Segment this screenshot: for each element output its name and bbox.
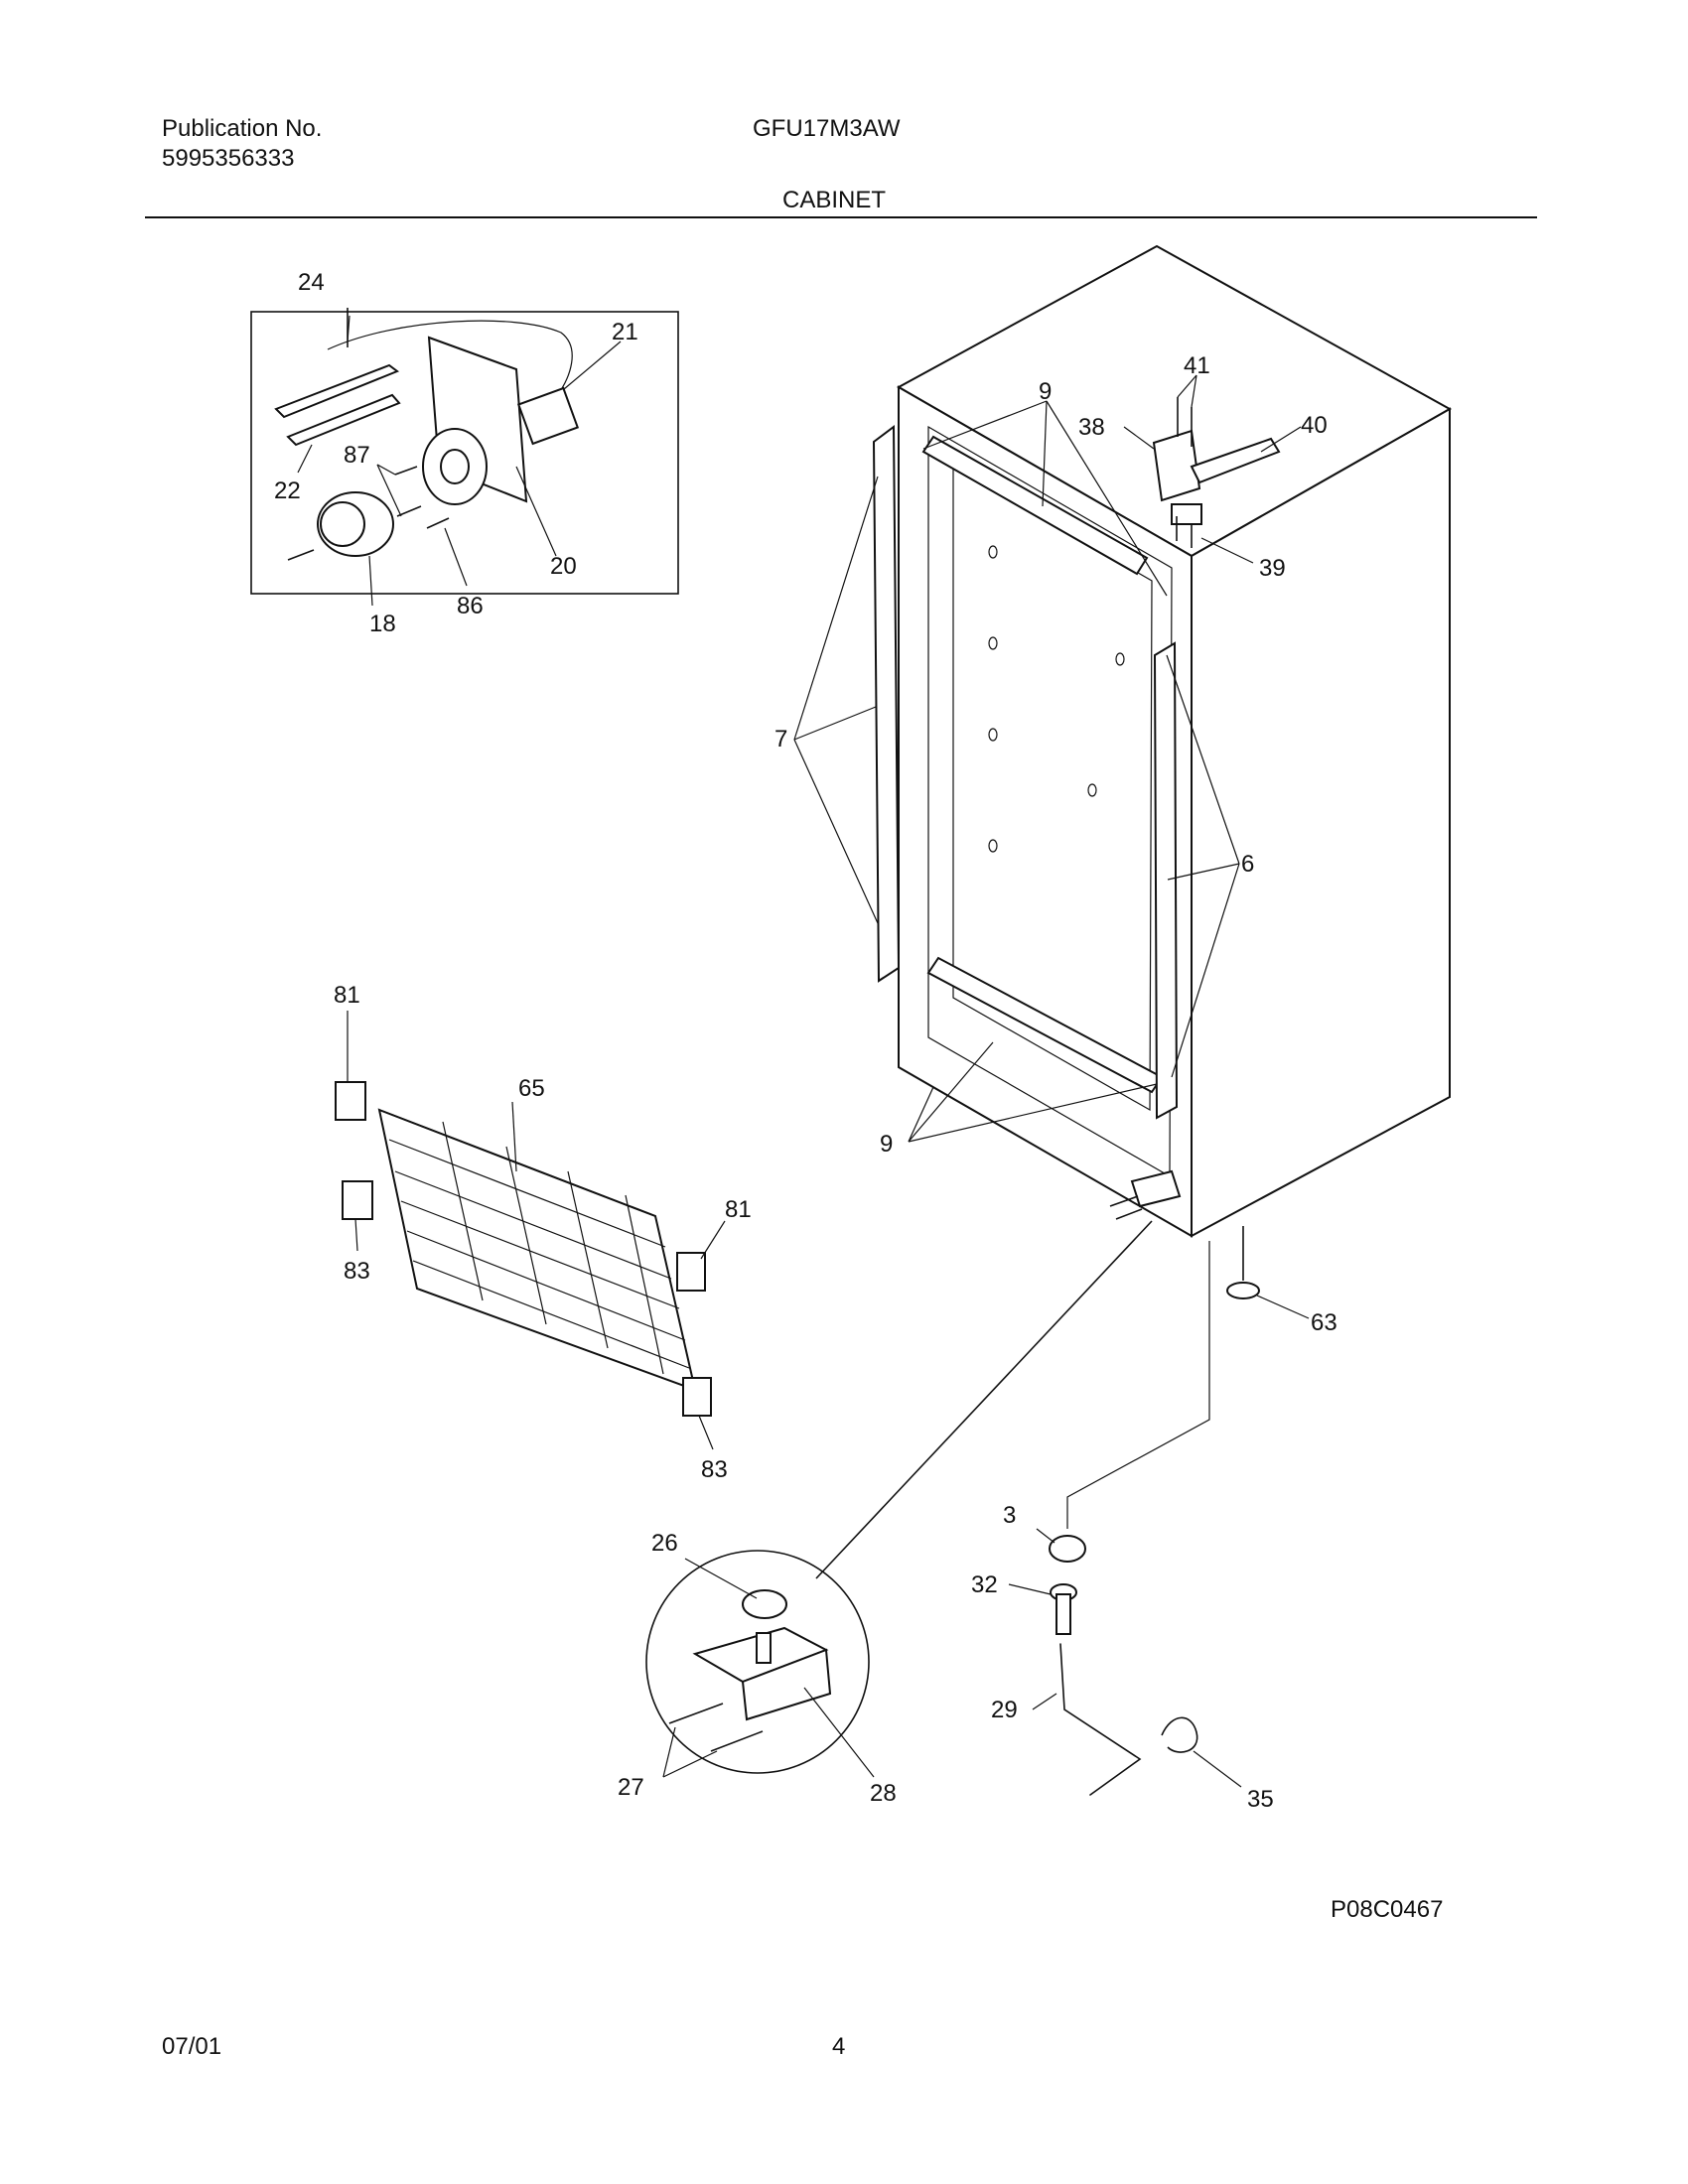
callout-39: 39	[1259, 555, 1286, 582]
callout-83-right: 83	[701, 1456, 728, 1483]
publication-date: 07/01	[162, 2033, 222, 2060]
callout-87: 87	[344, 442, 370, 469]
drain-assembly	[1008, 1528, 1242, 1796]
callout-32: 32	[971, 1571, 998, 1598]
header-divider	[145, 216, 1537, 218]
callout-9-bottom: 9	[880, 1131, 893, 1158]
callout-28: 28	[870, 1780, 897, 1807]
callout-81-right: 81	[725, 1196, 752, 1223]
callout-40: 40	[1301, 412, 1328, 439]
callout-24: 24	[298, 269, 325, 296]
section-title: CABINET	[782, 187, 887, 213]
callout-81-left: 81	[334, 982, 360, 1009]
callout-63: 63	[1311, 1309, 1337, 1336]
callout-83-left: 83	[344, 1258, 370, 1285]
callout-86: 86	[457, 593, 484, 619]
callout-35: 35	[1247, 1786, 1274, 1813]
callout-9-top: 9	[1039, 378, 1052, 405]
callout-41: 41	[1184, 352, 1210, 379]
callout-20: 20	[550, 553, 577, 580]
callout-38: 38	[1078, 414, 1105, 441]
cabinet-body	[793, 244, 1453, 1579]
callout-29: 29	[991, 1697, 1018, 1723]
callout-26: 26	[651, 1530, 678, 1557]
callout-22: 22	[274, 478, 301, 504]
callout-6: 6	[1241, 851, 1254, 878]
callout-21: 21	[612, 319, 638, 345]
page-number: 4	[832, 2033, 846, 2060]
publication-number: 5995356333	[162, 145, 295, 172]
callout-labels: 24 21 87 22 20 18 86 41 9 38 40 39 7 6 9…	[274, 269, 1337, 1813]
lower-hinge-detail	[645, 1550, 875, 1778]
callout-27: 27	[618, 1774, 644, 1801]
callout-7: 7	[774, 726, 787, 752]
callout-3: 3	[1003, 1502, 1016, 1529]
model-number: GFU17M3AW	[753, 115, 901, 142]
callout-65: 65	[518, 1075, 545, 1102]
light-assembly-inset	[250, 308, 679, 607]
callout-18: 18	[369, 611, 396, 637]
wire-basket	[335, 1011, 726, 1450]
diagram-code: P08C0467	[1331, 1896, 1444, 1923]
publication-label: Publication No.	[162, 115, 323, 142]
